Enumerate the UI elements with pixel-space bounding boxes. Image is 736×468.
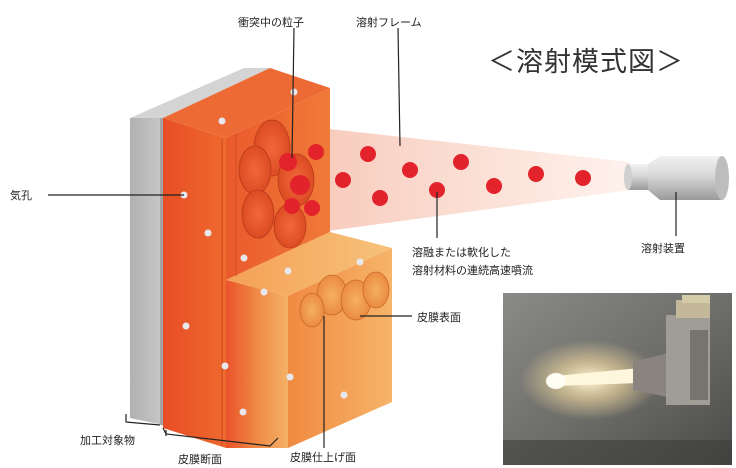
label-substrate: 加工対象物 bbox=[80, 434, 135, 447]
step-top-face bbox=[226, 232, 392, 296]
label-colliding-particles: 衝突中の粒子 bbox=[238, 16, 304, 29]
label-film-surface: 皮膜表面 bbox=[417, 311, 461, 324]
label-stream-line2: 溶射材料の連続高速噴流 bbox=[412, 264, 533, 277]
splat-crater bbox=[241, 189, 275, 239]
substrate-front bbox=[130, 118, 163, 425]
spray-gun-icon bbox=[624, 156, 729, 200]
label-film-section: 皮膜断面 bbox=[178, 453, 222, 466]
splat-crater bbox=[299, 292, 325, 328]
spray-photo bbox=[503, 293, 732, 465]
label-pore: 気孔 bbox=[10, 189, 32, 202]
coating-top-face bbox=[163, 68, 330, 138]
splat-crater bbox=[362, 271, 390, 309]
spray-flame-beam bbox=[320, 128, 630, 232]
spray-particles bbox=[279, 144, 591, 216]
label-finished-surface: 皮膜仕上げ面 bbox=[290, 451, 356, 464]
diagram-title: ＜溶射模式図＞ bbox=[488, 47, 684, 78]
label-stream-line1: 溶融または軟化した bbox=[412, 246, 511, 259]
dimension-brackets bbox=[125, 414, 279, 447]
substrate-top bbox=[130, 68, 270, 118]
coating-front-face bbox=[163, 118, 226, 448]
label-spray-flame: 溶射フレーム bbox=[356, 16, 422, 29]
step-front-face bbox=[226, 280, 288, 448]
leader-lines bbox=[48, 27, 677, 448]
splat-crater bbox=[238, 145, 272, 195]
label-spray-device: 溶射装置 bbox=[641, 242, 685, 255]
